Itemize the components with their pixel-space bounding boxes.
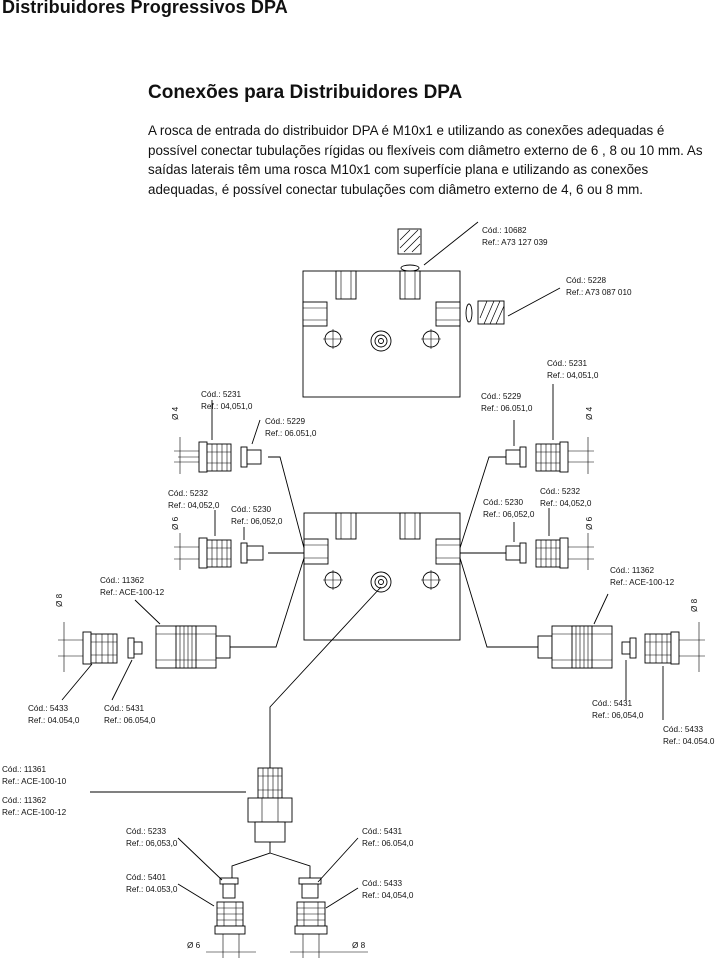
left-d4-ring — [240, 446, 262, 468]
dim-left-d4: Ø 4 — [171, 406, 180, 420]
label-l8-adapter-cod: Cód.: 11362 — [100, 576, 144, 585]
dim-inlet-d6: Ø 6 — [187, 941, 201, 950]
label-l8-ring-ref: Ref.: 06.054,0 — [104, 716, 156, 725]
label-top-plug-cod: Cód.: 10682 — [482, 226, 527, 235]
label-l6-ring-ref: Ref.: 06,052,0 — [231, 517, 283, 526]
right-d6-ring — [505, 542, 527, 564]
section-title: Conexões para Distribuidores DPA — [148, 82, 463, 103]
side-plug-fitting — [465, 300, 505, 325]
label-top-plug-ref: Ref.: A73 127 039 — [482, 238, 548, 247]
right-d4-nut — [535, 441, 569, 473]
label-l6-nut-ref: Ref.: 04,052,0 — [168, 501, 220, 510]
right-d8-nut — [644, 631, 680, 665]
label-side-plug-cod: Cód.: 5228 — [566, 276, 607, 285]
label-in6-ring-ref: Ref.: 06,053,0 — [126, 839, 178, 848]
label-r4-nut-cod: Cód.: 5231 — [547, 359, 588, 368]
label-l4-ring-ref: Ref.: 06.051,0 — [265, 429, 317, 438]
inlet-adapter — [247, 767, 293, 843]
left-d8-ring — [127, 637, 143, 659]
label-in-adapter-a-cod: Cód.: 11361 — [2, 765, 46, 774]
label-in8-ring-cod: Cód.: 5431 — [362, 827, 403, 836]
right-d8-adapter — [537, 625, 613, 669]
inlet-d8-nut — [294, 901, 328, 935]
label-r8-ring-cod: Cód.: 5431 — [592, 699, 633, 708]
label-l8-adapter-ref: Ref.: ACE-100-12 — [100, 588, 165, 597]
label-in-adapter-b-cod: Cód.: 11362 — [2, 796, 46, 805]
top-distributor-block — [302, 270, 461, 398]
left-d6-ring — [240, 542, 264, 564]
label-l4-ring-cod: Cód.: 5229 — [265, 417, 306, 426]
label-r6-ring-cod: Cód.: 5230 — [483, 498, 524, 507]
label-r4-ring-ref: Ref.: 06.051,0 — [481, 404, 533, 413]
label-side-plug-ref: Ref.: A73 087 010 — [566, 288, 632, 297]
dim-right-d8: Ø 8 — [690, 598, 699, 612]
intro-paragraph: A rosca de entrada do distribuidor DPA é… — [148, 123, 703, 197]
inlet-d6-ring — [219, 877, 239, 899]
label-in8-ring-ref: Ref.: 06.054,0 — [362, 839, 414, 848]
dim-right-d4: Ø 4 — [585, 406, 594, 420]
left-d4-nut — [198, 441, 232, 473]
label-r6-nut-ref: Ref.: 04,052,0 — [540, 499, 592, 508]
label-r8-nut-ref: Ref.: 04.054.0 — [663, 737, 715, 746]
label-in-adapter-a-ref: Ref.: ACE-100-10 — [2, 777, 67, 786]
label-l8-nut-cod: Cód.: 5433 — [28, 704, 69, 713]
page-title: Distribuidores Progressivos DPA — [2, 0, 288, 17]
label-l8-nut-ref: Ref.: 04.054,0 — [28, 716, 80, 725]
inlet-d6-nut — [214, 901, 246, 935]
dim-right-d6: Ø 6 — [585, 516, 594, 530]
label-r8-adapter-cod: Cód.: 11362 — [610, 566, 654, 575]
label-l6-nut-cod: Cód.: 5232 — [168, 489, 209, 498]
label-l4-nut-ref: Ref.: 04,051,0 — [201, 402, 253, 411]
label-r6-nut-cod: Cód.: 5232 — [540, 487, 581, 496]
left-d6-nut — [198, 537, 232, 569]
label-r8-ring-ref: Ref.: 06,054,0 — [592, 711, 644, 720]
label-r4-nut-ref: Ref.: 04,051,0 — [547, 371, 599, 380]
label-in-adapter-b-ref: Ref.: ACE-100-12 — [2, 808, 67, 817]
dim-left-d8: Ø 8 — [55, 593, 64, 607]
left-d8-nut — [82, 631, 118, 665]
left-d8-adapter — [155, 625, 231, 669]
label-in6-nut-cod: Cód.: 5401 — [126, 873, 167, 882]
right-d6-nut — [535, 537, 569, 569]
central-distributor-block — [303, 512, 461, 641]
label-r4-ring-cod: Cód.: 5229 — [481, 392, 522, 401]
label-in6-ring-cod: Cód.: 5233 — [126, 827, 167, 836]
top-plug-fitting — [397, 228, 422, 272]
label-l6-ring-cod: Cód.: 5230 — [231, 505, 272, 514]
label-r6-ring-ref: Ref.: 06,052,0 — [483, 510, 535, 519]
label-r8-adapter-ref: Ref.: ACE-100-12 — [610, 578, 675, 587]
label-l4-nut-cod: Cód.: 5231 — [201, 390, 242, 399]
inlet-d8-ring — [298, 877, 322, 899]
right-d8-ring — [621, 637, 637, 659]
label-in6-nut-ref: Ref.: 04.053,0 — [126, 885, 178, 894]
label-r8-nut-cod: Cód.: 5433 — [663, 725, 704, 734]
label-in8-nut-ref: Ref.: 04,054,0 — [362, 891, 414, 900]
label-in8-nut-cod: Cód.: 5433 — [362, 879, 403, 888]
dim-left-d6: Ø 6 — [171, 516, 180, 530]
dim-inlet-d8: Ø 8 — [352, 941, 366, 950]
right-d4-ring — [505, 446, 527, 468]
label-l8-ring-cod: Cód.: 5431 — [104, 704, 145, 713]
